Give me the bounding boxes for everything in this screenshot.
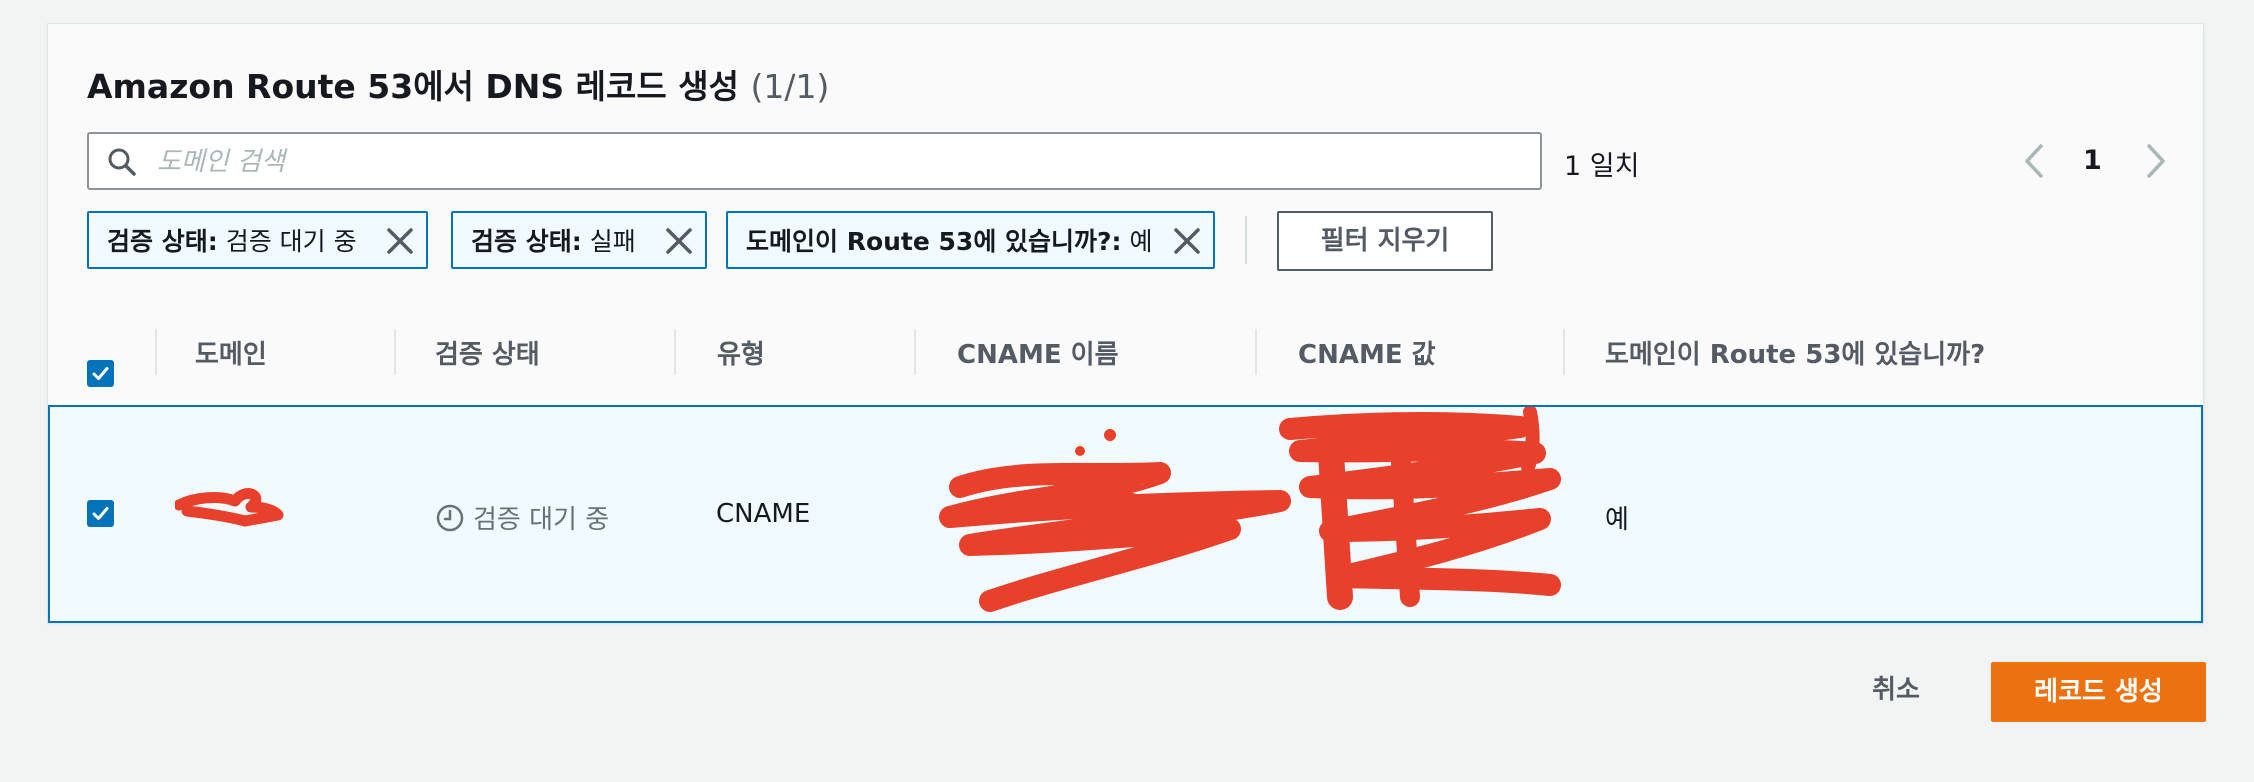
redaction-scribble	[939, 429, 1291, 612]
filter-chip-value: 예	[1129, 227, 1153, 256]
column-header-type[interactable]: 유형	[717, 340, 765, 370]
type-cell: CNAME	[716, 499, 811, 529]
create-dns-records-panel: Amazon Route 53에서 DNS 레코드 생성 (1/1) 1 일치 …	[47, 23, 2204, 623]
column-separator	[1563, 329, 1565, 375]
domain-search-input[interactable]	[155, 140, 1519, 184]
filter-chip-key: 검증 상태:	[471, 227, 582, 256]
panel-title: Amazon Route 53에서 DNS 레코드 생성 (1/1)	[87, 60, 829, 108]
panel-title-text: Amazon Route 53에서 DNS 레코드 생성	[87, 67, 739, 106]
filter-chip-value: 실패	[589, 227, 636, 256]
create-records-button[interactable]: 레코드 생성	[1991, 662, 2206, 722]
table-row[interactable]: 검증 대기 중 CNAME 예	[48, 405, 2203, 623]
redaction-scribble	[1279, 407, 1561, 610]
redaction-scribble	[175, 488, 284, 527]
cancel-button[interactable]: 취소	[1872, 675, 1920, 705]
column-header-cname-name[interactable]: CNAME 이름	[957, 340, 1119, 370]
filter-divider	[1245, 216, 1247, 264]
column-header-status[interactable]: 검증 상태	[435, 340, 540, 370]
column-separator	[155, 329, 157, 375]
checkmark-icon	[92, 367, 109, 380]
status-text: 검증 대기 중	[473, 505, 610, 535]
checkmark-icon	[92, 507, 109, 520]
search-icon	[108, 148, 136, 176]
status-cell: 검증 대기 중	[435, 499, 609, 536]
column-header-cname-value[interactable]: CNAME 값	[1298, 340, 1436, 370]
in-route53-cell: 예	[1605, 505, 1629, 535]
filter-chip-value: 검증 대기 중	[225, 227, 357, 256]
current-page-number[interactable]: 1	[2083, 145, 2102, 176]
column-header-domain[interactable]: 도메인	[195, 340, 267, 370]
filter-chip-key: 검증 상태:	[107, 227, 218, 256]
remove-filter-close-icon[interactable]	[665, 227, 693, 255]
column-separator	[674, 329, 676, 375]
column-separator	[914, 329, 916, 375]
column-header-in-route53[interactable]: 도메인이 Route 53에 있습니까?	[1605, 340, 1986, 370]
clock-icon	[436, 504, 464, 531]
remove-filter-close-icon[interactable]	[1173, 227, 1201, 255]
clear-filters-button[interactable]: 필터 지우기	[1277, 211, 1493, 271]
column-separator	[1255, 329, 1257, 375]
domain-search-box[interactable]	[87, 132, 1542, 190]
select-all-checkbox[interactable]	[87, 360, 114, 387]
filter-chip-key: 도메인이 Route 53에 있습니까?:	[746, 227, 1122, 256]
panel-header: Amazon Route 53에서 DNS 레코드 생성 (1/1) 1 일치 …	[48, 24, 2203, 305]
filter-chip-status-failed: 검증 상태: 실패	[451, 211, 707, 269]
remove-filter-close-icon[interactable]	[386, 227, 414, 255]
filter-chip-in-route53: 도메인이 Route 53에 있습니까?: 예	[726, 211, 1215, 269]
next-page-icon[interactable]	[2143, 138, 2169, 184]
column-separator	[394, 329, 396, 375]
previous-page-icon[interactable]	[2021, 138, 2047, 184]
filter-chip-status-pending: 검증 상태: 검증 대기 중	[87, 211, 428, 269]
match-count: 1 일치	[1564, 151, 1640, 182]
row-select-checkbox[interactable]	[87, 500, 114, 527]
panel-title-count: (1/1)	[750, 67, 830, 106]
table-header: 도메인 검증 상태 유형 CNAME 이름 CNAME 값 도메인이 Route…	[48, 304, 2203, 401]
